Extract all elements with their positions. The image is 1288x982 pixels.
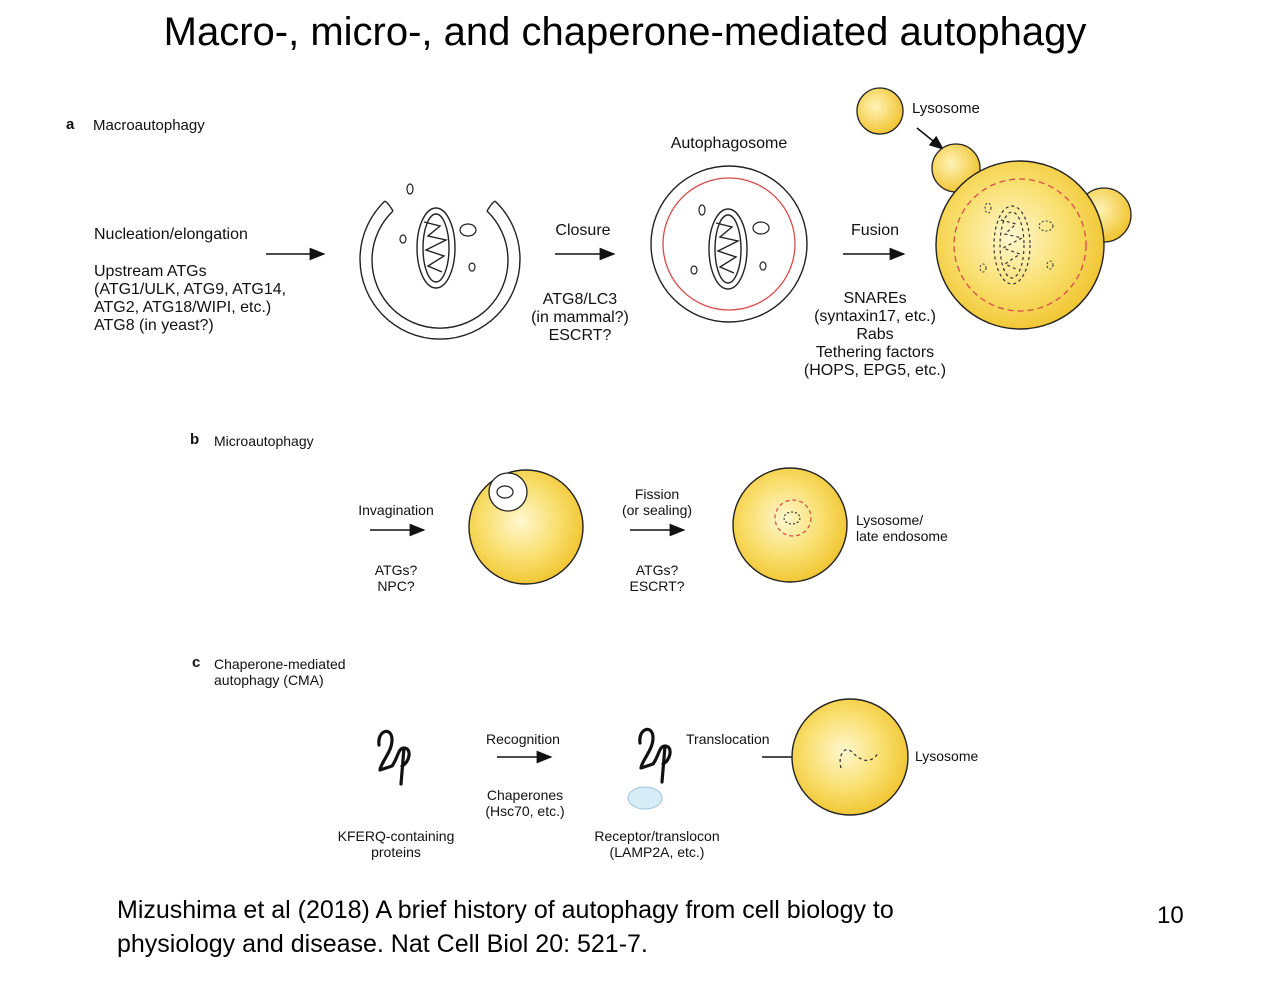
factor-line: (syntaxin17, etc.) [814, 308, 936, 325]
label-line: KFERQ-containing [337, 828, 455, 844]
degrading-mitochondrion-icon [993, 205, 1031, 285]
lysosome-invaginating [468, 469, 584, 585]
lysosome-late-endosome [732, 467, 848, 583]
panel-a-title: Macroautophagy [93, 117, 205, 134]
factor-line: ATG8 (in yeast?) [94, 317, 214, 334]
factor-line: Chaperones [486, 787, 564, 803]
translocation-label: Translocation [686, 731, 770, 747]
lysosome-small [856, 87, 904, 135]
vesicle-icon [690, 204, 770, 275]
label-line: Receptor/translocon [594, 828, 720, 844]
factor-line: ATGs? [635, 562, 679, 578]
label-line: Fission [634, 486, 680, 502]
chaperones-label: Chaperones (Hsc70, etc.) [455, 787, 595, 819]
label-line: autophagy (CMA) [214, 672, 324, 688]
arrow-lysosome-to-autolysosome [916, 127, 945, 150]
closure-factors: ATG8/LC3 (in mammal?) ESCRT? [500, 291, 660, 345]
factor-line: Tethering factors [815, 344, 935, 361]
fusion-label: Fusion [850, 222, 900, 239]
phagophore [359, 200, 521, 340]
lysosome-label-c: Lysosome [915, 748, 979, 764]
closure-label: Closure [555, 222, 611, 239]
citation: Mizushima et al (2018) A brief history o… [117, 893, 894, 961]
factor-line: NPC? [377, 578, 415, 594]
factor-line: SNAREs [843, 290, 907, 307]
factor-line: ATG2, ATG18/WIPI, etc.) [94, 299, 272, 316]
vesicle-icon [399, 183, 477, 272]
slide-title: Macro-, micro-, and chaperone-mediated a… [163, 10, 1087, 54]
panel-c-title: Chaperone-mediated autophagy (CMA) [214, 656, 346, 688]
vesicle-icon [979, 202, 1054, 273]
label-line: proteins [371, 844, 421, 860]
autophagosome [650, 165, 808, 323]
factor-line: (HOPS, EPG5, etc.) [803, 362, 947, 379]
factor-line: Upstream ATGs [94, 263, 207, 280]
factor-line: (ATG1/ULK, ATG9, ATG14, [94, 281, 287, 298]
factor-line: Rabs [856, 326, 894, 343]
factor-line: ESCRT? [548, 327, 612, 344]
invagination-label: Invagination [358, 502, 434, 518]
lysosome-label-a: Lysosome [912, 100, 980, 117]
factor-line: ATG8/LC3 [542, 291, 618, 308]
invagination-factors: ATGs? NPC? [346, 562, 446, 594]
label-line: Lysosome/ [856, 512, 924, 528]
panel-letter-a: a [66, 116, 75, 133]
mitochondrion-icon [416, 207, 456, 289]
receptor-translocon-icon [627, 786, 663, 810]
panel-letter-c: c [192, 654, 201, 671]
factor-line: (Hsc70, etc.) [485, 803, 565, 819]
panel-b-title: Microautophagy [214, 433, 314, 449]
kferq-proteins-label: KFERQ-containing proteins [316, 828, 476, 860]
page-number: 10 [1157, 902, 1184, 929]
fission-label: Fission (or sealing) [597, 486, 717, 518]
receptor-translocon-label: Receptor/translocon (LAMP2A, etc.) [567, 828, 747, 860]
citation-line: physiology and disease. Nat Cell Biol 20… [117, 930, 648, 958]
factor-line: ESCRT? [629, 578, 685, 594]
label-line: Chaperone-mediated [214, 656, 346, 672]
autophagosome-label: Autophagosome [670, 135, 788, 152]
label-line: late endosome [856, 528, 948, 544]
nucleation-elongation-label: Nucleation/elongation [94, 226, 248, 243]
kferq-protein-icon [377, 729, 411, 786]
mitochondrion-icon [708, 208, 748, 290]
label-line: (or sealing) [621, 502, 693, 518]
factor-line: (in mammal?) [531, 309, 629, 326]
recognition-label: Recognition [486, 731, 560, 747]
lysosome-cma [791, 698, 909, 816]
autolysosome [931, 143, 1132, 330]
fission-factors: ATGs? ESCRT? [597, 562, 717, 594]
lysosome-late-endosome-label: Lysosome/ late endosome [856, 512, 948, 544]
citation-line: Mizushima et al (2018) A brief history o… [117, 896, 894, 924]
chaperone-bound-protein-icon [638, 727, 672, 784]
upstream-atgs-list: Upstream ATGs (ATG1/ULK, ATG9, ATG14, AT… [94, 263, 286, 335]
panel-letter-b: b [190, 431, 200, 448]
factor-line: ATGs? [374, 562, 418, 578]
label-line: (LAMP2A, etc.) [609, 844, 705, 860]
fusion-factors: SNAREs (syntaxin17, etc.) Rabs Tethering… [775, 290, 975, 380]
